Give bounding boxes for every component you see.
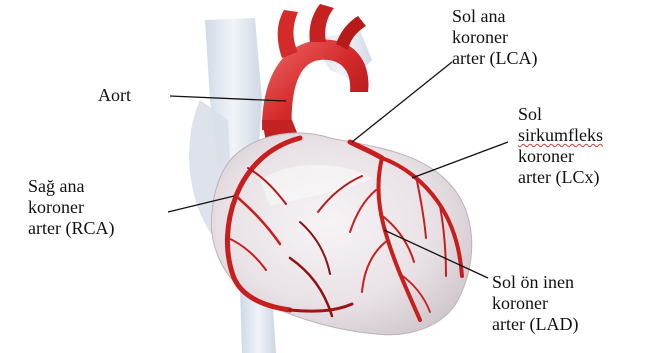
aortic-branch-1	[278, 10, 298, 58]
label-rca: Sağ ana koroner arter (RCA)	[28, 176, 114, 239]
leader-line-lcx	[412, 142, 508, 178]
aorta	[262, 4, 369, 142]
aortic-arch	[262, 40, 369, 132]
label-aort: Aort	[98, 85, 131, 106]
label-lad: Sol ön inen koroner arter (LAD)	[492, 272, 578, 335]
label-lca: Sol ana koroner arter (LCA)	[452, 6, 537, 69]
label-lcx: Sol sirkumfleks koroner arter (LCx)	[518, 104, 603, 188]
